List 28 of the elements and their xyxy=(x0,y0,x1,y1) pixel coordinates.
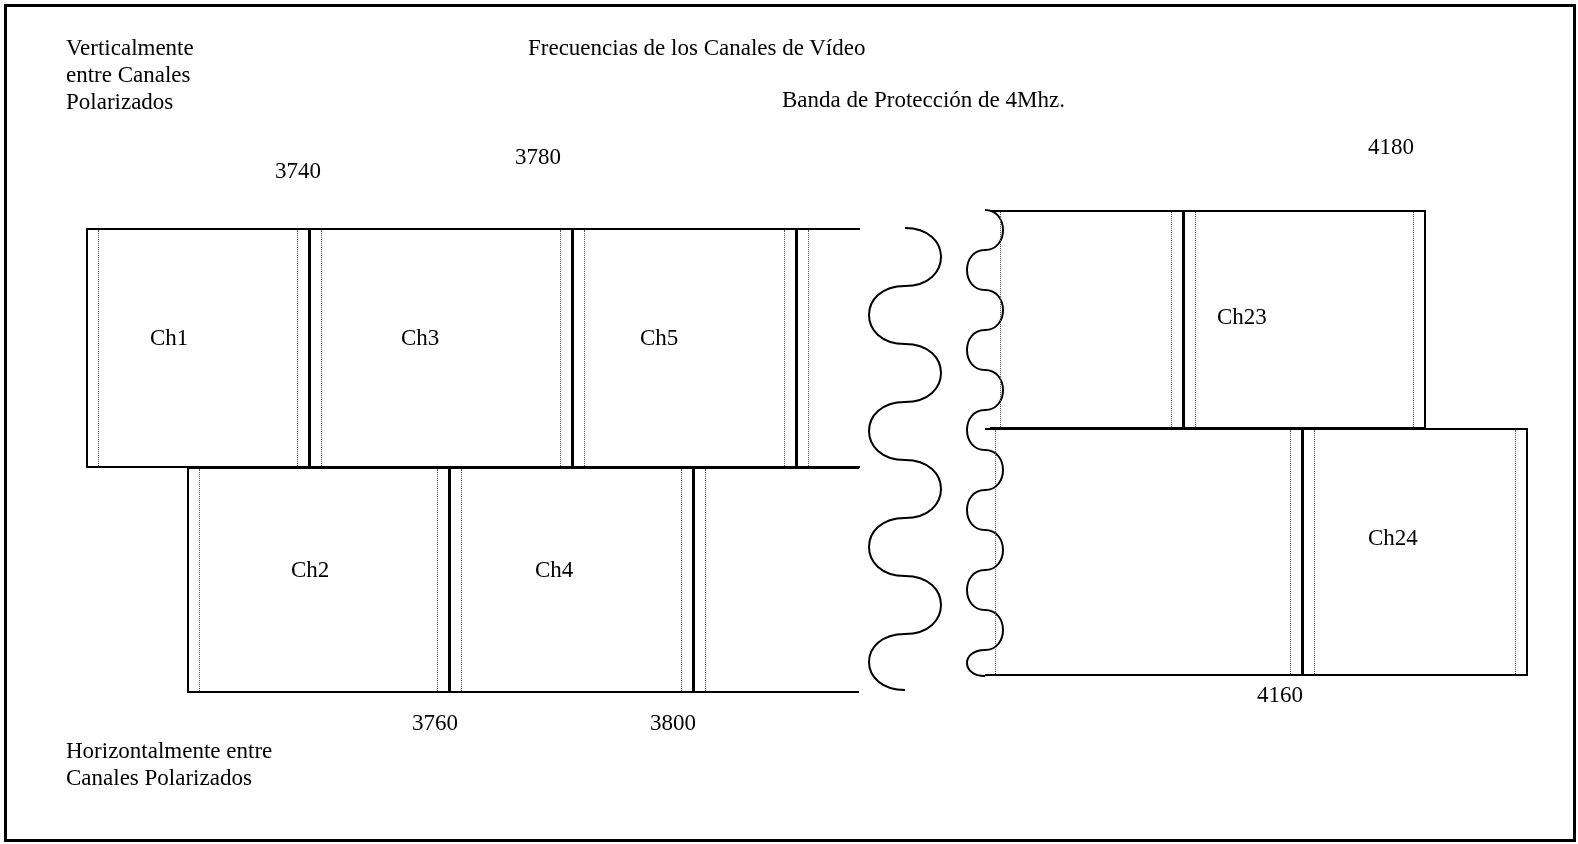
channel-label: Ch4 xyxy=(535,557,574,583)
channel-label: Ch24 xyxy=(1368,525,1418,551)
channel-box xyxy=(1183,210,1426,429)
frequency-label: 3760 xyxy=(412,709,458,736)
channel-box xyxy=(449,467,694,693)
channel-box xyxy=(187,467,450,693)
channel-label: Ch2 xyxy=(291,557,330,583)
frequency-label: Banda de Protección de 4Mhz. xyxy=(782,86,1065,113)
frequency-label: 3740 xyxy=(275,157,321,184)
channel-box xyxy=(86,228,310,468)
channel-label: Ch23 xyxy=(1217,304,1267,330)
channel-box xyxy=(1302,428,1528,676)
note-text: Verticalmente entre Canales Polarizados xyxy=(66,34,195,115)
channel-label: Ch5 xyxy=(640,325,679,351)
channel-label: Ch1 xyxy=(150,325,189,351)
channel-box xyxy=(985,428,1303,676)
channel-label: Ch3 xyxy=(401,325,440,351)
channel-box xyxy=(796,228,860,468)
frequency-label: 3780 xyxy=(515,143,561,170)
channel-box xyxy=(572,228,797,468)
diagram-title: Frecuencias de los Canales de Vídeo xyxy=(528,34,866,61)
channel-box xyxy=(693,467,859,693)
frequency-label: 3800 xyxy=(650,709,696,736)
channel-box xyxy=(309,228,573,468)
frequency-label: 4180 xyxy=(1368,133,1414,160)
note-text: Horizontalmente entre Canales Polarizados xyxy=(66,737,274,791)
frequency-label: 4160 xyxy=(1257,681,1303,708)
channel-box xyxy=(990,210,1184,429)
